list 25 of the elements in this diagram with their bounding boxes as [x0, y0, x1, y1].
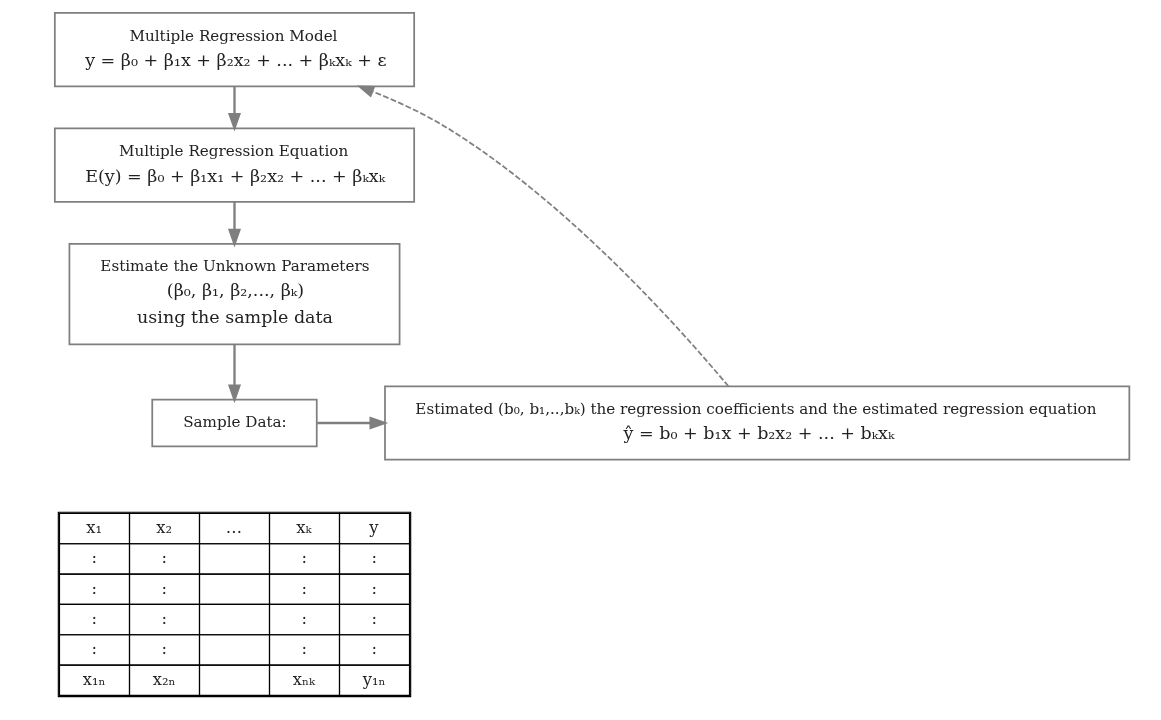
- label: x₁: [85, 517, 102, 537]
- label: :: [301, 608, 307, 628]
- label: x₂: [155, 517, 172, 537]
- label: :: [371, 578, 377, 598]
- label: :: [161, 578, 167, 598]
- label: :: [371, 608, 377, 628]
- label: :: [301, 578, 307, 598]
- label: :: [161, 608, 167, 628]
- label: xₙₖ: [292, 669, 315, 689]
- label: :: [161, 548, 167, 568]
- label: …: [225, 517, 242, 537]
- label: y: [368, 517, 378, 537]
- label: x₁ₙ: [82, 669, 106, 689]
- label: :: [91, 548, 97, 568]
- label: x₂ₙ: [152, 669, 176, 689]
- label: xₖ: [295, 517, 312, 537]
- label: :: [161, 639, 167, 659]
- label: :: [91, 608, 97, 628]
- label: y₁ₙ: [362, 669, 386, 689]
- label: :: [91, 578, 97, 598]
- label: :: [371, 639, 377, 659]
- label: :: [301, 548, 307, 568]
- label: :: [371, 548, 377, 568]
- label: :: [91, 639, 97, 659]
- label: :: [301, 639, 307, 659]
